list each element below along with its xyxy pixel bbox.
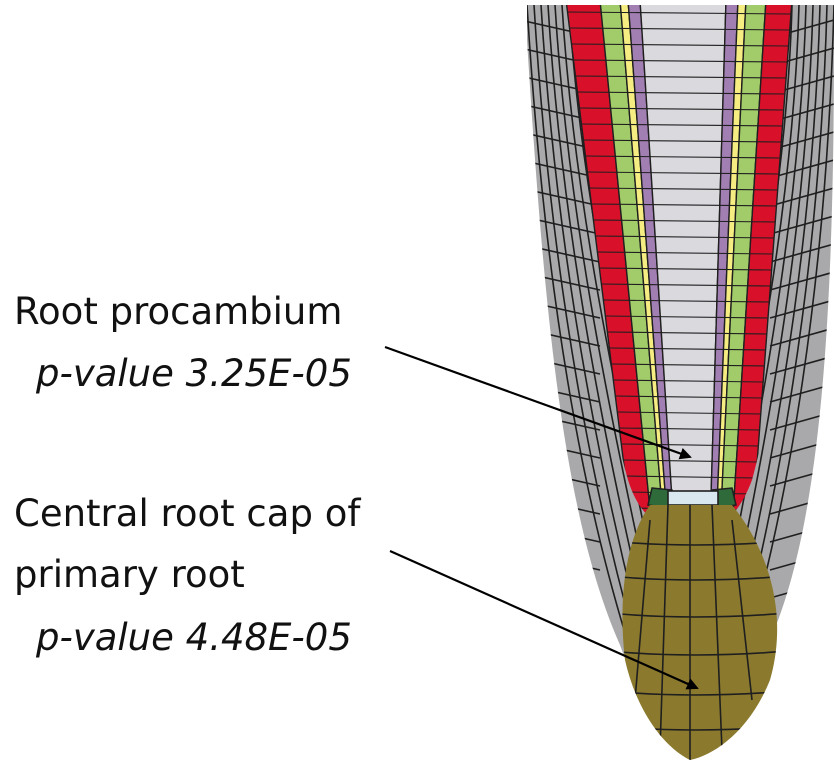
central-root-cap-label-line1: Central root cap of — [14, 492, 360, 536]
root-procambium-region — [668, 491, 718, 505]
root-procambium-pvalue: p-value 3.25E-05 — [36, 352, 352, 396]
root-procambium-label: Root procambium — [14, 290, 342, 334]
central-root-cap-pvalue: p-value 4.48E-05 — [36, 616, 352, 660]
central-root-cap-label-line2: primary root — [14, 553, 245, 597]
